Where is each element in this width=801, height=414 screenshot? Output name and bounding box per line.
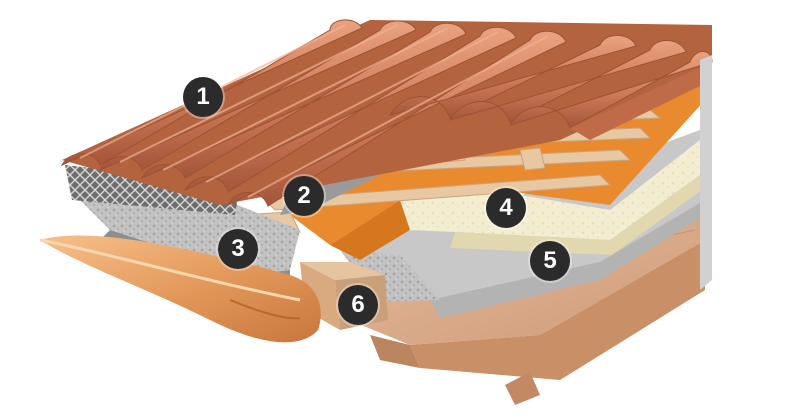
marker-3: 3	[218, 229, 258, 269]
roof-tiles	[60, 19, 713, 207]
marker-1: 1	[183, 77, 223, 117]
marker-2: 2	[284, 176, 324, 216]
marker-4: 4	[486, 188, 526, 228]
ventilation-mesh	[65, 165, 240, 215]
gutter	[39, 235, 321, 343]
right-edge	[700, 55, 712, 290]
insulation-layer	[400, 140, 702, 255]
marker-5: 5	[530, 241, 570, 281]
marker-6: 6	[338, 285, 378, 325]
